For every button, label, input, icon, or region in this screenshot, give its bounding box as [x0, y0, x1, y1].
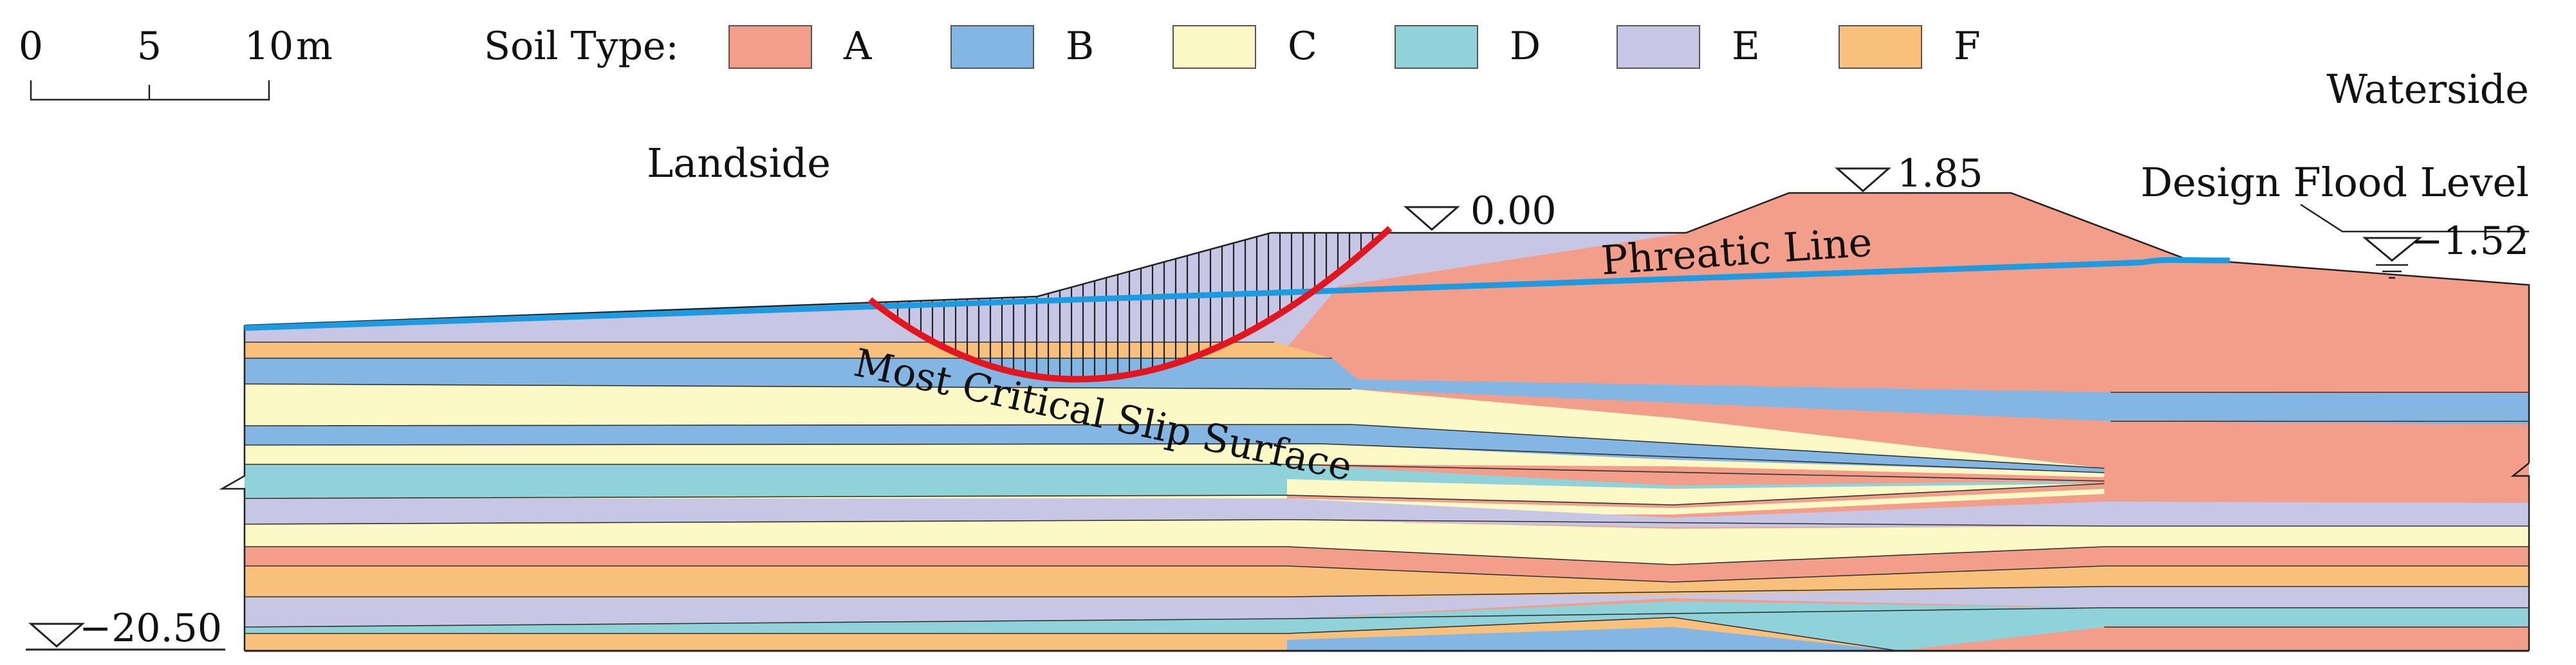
ground-surface [244, 192, 2530, 463]
legend-label-a: A [843, 24, 872, 69]
phreatic-line [244, 257, 2230, 331]
scale-tick-10: 10 [245, 24, 293, 69]
critical-slip-surface [867, 226, 1393, 383]
soil-c-4 [245, 520, 2529, 565]
soil-e-2 [245, 498, 2529, 527]
soil-b-3 [1287, 627, 1898, 651]
scale-tick-0: 0 [19, 24, 43, 69]
soil-legend: Soil Type: A B C D E F [484, 24, 1981, 69]
legend-swatch-f [1839, 25, 1922, 69]
sliding-mass-hatch [870, 228, 1390, 379]
bottom-elevation: −20.50 [79, 606, 222, 651]
legend-swatch-a [728, 25, 812, 69]
soil-e-3 [245, 587, 2529, 627]
flood-leader-line [2300, 203, 2529, 233]
elevation-marker-crest: 1.85 [1835, 151, 1983, 196]
legend-swatch-e [1617, 25, 1700, 69]
soil-c-2 [245, 444, 2104, 477]
elevation-triangle-icon [1404, 206, 1460, 231]
soil-d-2 [245, 601, 2529, 651]
crest-elevation: 1.85 [1897, 151, 1983, 196]
legend-swatch-d [1395, 25, 1478, 69]
soil-a-2 [245, 547, 2529, 582]
soil-section [245, 193, 2529, 651]
elevation-marker-ground: 0.00 [1404, 188, 1557, 233]
scale-bar: 0 5 10 m [19, 24, 333, 101]
legend-label-b: B [1066, 24, 1094, 69]
flood-elevation: −1.52 [2411, 219, 2529, 264]
scale-unit: m [296, 24, 333, 69]
layer-boundaries [245, 342, 2529, 651]
soil-b-2 [245, 424, 2104, 473]
water-level-icon [2376, 264, 2408, 279]
legend-title: Soil Type: [484, 24, 679, 69]
ground-elevation: 0.00 [1470, 188, 1557, 233]
soil-a-3 [2104, 627, 2529, 651]
scale-bar-line [30, 80, 270, 101]
landside-label: Landside [647, 140, 831, 187]
elevation-triangle-icon [1835, 167, 1891, 192]
soil-b-1 [245, 358, 2529, 424]
elevation-marker-bottom: −20.50 [26, 606, 225, 651]
elevation-marker-flood: −1.52 [2300, 203, 2529, 279]
waterside-label: Waterside [2326, 66, 2529, 113]
legend-swatch-b [950, 25, 1034, 69]
elevation-triangle-icon [2362, 237, 2423, 262]
legend-label-e: E [1732, 24, 1760, 69]
elevation-triangle-icon [28, 623, 85, 648]
soil-f-2 [245, 566, 2529, 597]
scale-tick-5: 5 [137, 24, 162, 69]
legend-swatch-c [1172, 25, 1256, 69]
legend-label-f: F [1954, 24, 1981, 69]
legend-label-c: C [1288, 24, 1317, 69]
soil-c-1 [245, 384, 2104, 468]
design-flood-level-label: Design Flood Level [2140, 159, 2529, 206]
legend-label-d: D [1510, 24, 1541, 69]
section-edges [219, 325, 2530, 651]
